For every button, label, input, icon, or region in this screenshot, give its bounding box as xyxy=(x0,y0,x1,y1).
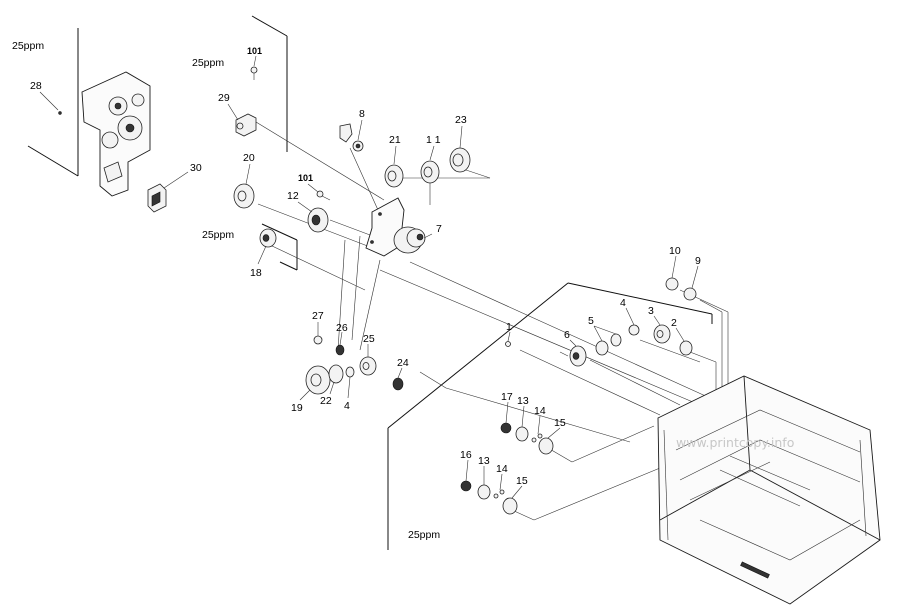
part-30-connector xyxy=(147,183,167,213)
callout-7: 7 xyxy=(436,223,442,235)
callout-6: 6 xyxy=(564,329,570,341)
callout-5: 5 xyxy=(588,315,594,327)
part-25-gear xyxy=(359,356,377,376)
callout-22: 22 xyxy=(320,395,332,407)
drive-unit-frame xyxy=(81,71,151,197)
part-1-pin xyxy=(505,341,511,347)
callout-11: 1 1 xyxy=(426,134,441,146)
part-17-gear xyxy=(500,422,512,434)
part-4-bushing-left xyxy=(345,366,355,378)
callout-27: 27 xyxy=(312,310,324,322)
part-101-screw-mid xyxy=(316,190,331,201)
part-18-gear xyxy=(259,228,277,248)
callout-3: 3 xyxy=(648,305,654,317)
callout-8: 8 xyxy=(359,108,365,120)
part-20-gear xyxy=(233,183,255,209)
part-29-solenoid xyxy=(235,113,257,137)
ppm-bracket-gear-18 xyxy=(261,223,298,271)
callout-10: 10 xyxy=(669,245,681,257)
callout-14-upper: 14 xyxy=(534,405,546,417)
part-11-gear xyxy=(420,160,440,184)
callout-13-upper: 13 xyxy=(517,395,529,407)
part-2-gear xyxy=(679,340,693,356)
callout-12: 12 xyxy=(287,190,299,202)
callout-24: 24 xyxy=(397,357,409,369)
callout-16: 16 xyxy=(460,449,472,461)
callout-20: 20 xyxy=(243,152,255,164)
ppm-label-bottom: 25ppm xyxy=(408,529,440,541)
part-15-gear-upper xyxy=(538,437,554,455)
callout-9: 9 xyxy=(695,255,701,267)
ppm-bracket-solenoid xyxy=(251,15,288,152)
part-12-gear xyxy=(307,207,329,233)
part-9-gear xyxy=(683,287,697,301)
callout-101-mid: 101 xyxy=(298,173,313,183)
part-13-gear-lower xyxy=(477,484,491,500)
ppm-bracket-drive-assembly xyxy=(27,28,79,177)
part-16-gear xyxy=(460,480,472,492)
part-21-gear xyxy=(384,164,404,188)
part-24-gear xyxy=(392,377,404,391)
ppm-bracket-lower xyxy=(387,282,713,550)
callout-21: 21 xyxy=(389,134,401,146)
callout-4-right: 4 xyxy=(620,297,626,309)
part-8-lever xyxy=(339,123,353,143)
callout-26: 26 xyxy=(336,322,348,334)
guide-lines xyxy=(255,121,729,521)
part-23-gear xyxy=(449,147,471,173)
part-14-washer-upper xyxy=(531,433,543,443)
callout-14-lower: 14 xyxy=(496,463,508,475)
part-13-gear-upper xyxy=(515,426,529,442)
printer-main-frame xyxy=(657,375,881,605)
part-10-gear xyxy=(665,277,679,291)
callout-23: 23 xyxy=(455,114,467,126)
ppm-label-top-center: 25ppm xyxy=(192,57,224,69)
ppm-label-top-left: 25ppm xyxy=(12,40,44,52)
part-22-gear xyxy=(328,364,344,384)
callout-18: 18 xyxy=(250,267,262,279)
callout-29: 29 xyxy=(218,92,230,104)
part-4-bushing-right xyxy=(628,324,640,336)
callout-19: 19 xyxy=(291,402,303,414)
part-101-screw-top xyxy=(250,66,258,80)
callout-15-upper: 15 xyxy=(554,417,566,429)
ppm-label-middle: 25ppm xyxy=(202,229,234,241)
callout-30: 30 xyxy=(190,162,202,174)
callout-13-lower: 13 xyxy=(478,455,490,467)
part-6-gear-shaft xyxy=(559,345,587,367)
callout-101-top: 101 xyxy=(247,46,262,56)
part-3-gear xyxy=(653,324,671,344)
part-14-washer-lower xyxy=(493,489,505,499)
part-19-gear xyxy=(305,365,331,395)
callout-2: 2 xyxy=(671,317,677,329)
callout-1: 1 xyxy=(506,321,512,333)
part-7-motor-assembly xyxy=(365,197,426,257)
callout-28: 28 xyxy=(30,80,42,92)
part-5-gear xyxy=(595,333,622,356)
part-26-gear xyxy=(335,344,345,356)
watermark: www.printcopy.info xyxy=(676,435,794,450)
callout-25: 25 xyxy=(363,333,375,345)
part-28-pin xyxy=(58,111,62,115)
part-27-washer xyxy=(313,335,323,345)
part-8-bushing xyxy=(352,140,364,152)
callout-4-left: 4 xyxy=(344,400,350,412)
callout-15-lower: 15 xyxy=(516,475,528,487)
callout-leaders xyxy=(39,55,699,499)
part-15-gear-lower xyxy=(502,497,518,515)
callout-17: 17 xyxy=(501,391,513,403)
